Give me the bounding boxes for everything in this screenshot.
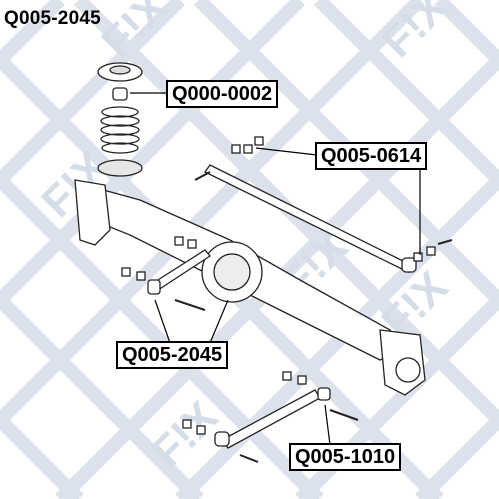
leader-lines	[130, 92, 421, 446]
callout-top-mount[interactable]: Q000-0002	[166, 80, 279, 108]
callout-lateral-bushing[interactable]: Q005-2045	[116, 341, 229, 369]
callout-upper-link[interactable]: Q005-0614	[315, 142, 428, 170]
diagram-title: Q005-2045	[4, 8, 101, 29]
parts-drawing	[74, 62, 453, 463]
left-hub-part	[74, 179, 111, 246]
callout-lower-link[interactable]: Q005-1010	[289, 443, 402, 471]
bump-stop-part	[112, 87, 128, 101]
spring-seat-part	[97, 159, 143, 177]
coil-spring-part	[100, 106, 140, 154]
svg-text:F!X: F!X	[92, 0, 177, 67]
